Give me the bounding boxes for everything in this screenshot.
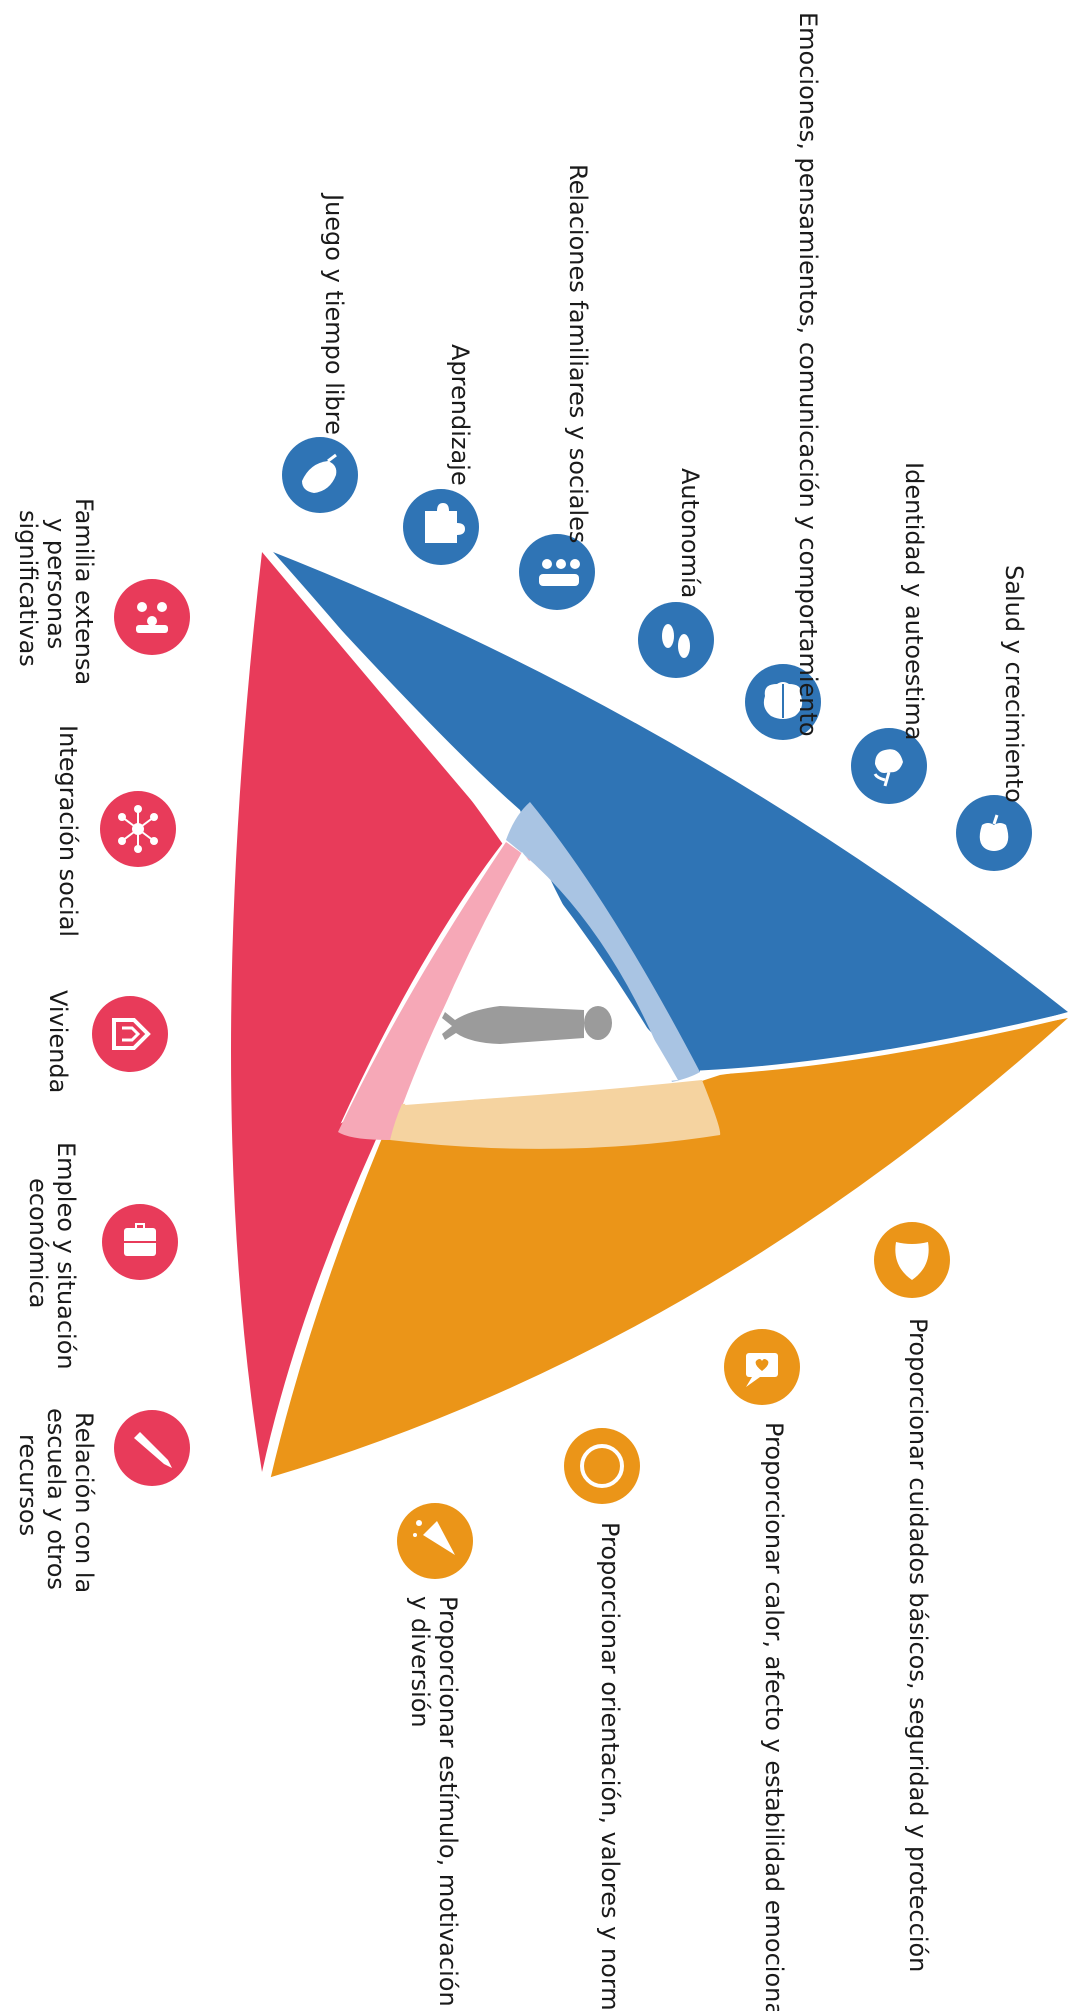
label-familia-1: Familia extensa — [70, 498, 98, 685]
label-relaciones: Relaciones familiares y sociales — [564, 164, 592, 543]
center-triangle — [405, 852, 678, 1105]
briefcase-icon — [102, 1204, 178, 1280]
label-juego: Juego y tiempo libre — [320, 192, 348, 435]
shield-icon — [874, 1222, 950, 1298]
label-calor: Proporcionar calor, afecto y estabilidad… — [760, 1422, 788, 2011]
label-relacion-2: escuela y otros — [42, 1408, 70, 1590]
child-figure-icon — [442, 1006, 612, 1044]
brain-icon — [745, 664, 821, 740]
house-icon — [92, 996, 168, 1072]
footprints-icon — [638, 602, 714, 678]
label-aprendizaje: Aprendizaje — [446, 344, 474, 486]
label-estimulo-1: Proporcionar estímulo, motivación — [434, 1596, 462, 2007]
label-vivienda: Vivienda — [44, 990, 72, 1093]
party-icon — [397, 1503, 473, 1579]
label-salud: Salud y crecimiento — [1000, 565, 1028, 803]
label-estimulo-2: y diversión — [406, 1596, 434, 1728]
inner-band-blue — [506, 802, 700, 1082]
blue-side-petal — [268, 550, 1068, 1072]
label-identidad: Identidad y autoestima — [900, 462, 928, 740]
toy-icon — [282, 437, 358, 513]
label-emociones: Emociones, pensamientos, comunicación y … — [794, 12, 822, 737]
label-autonomia: Autonomía — [676, 468, 704, 598]
flower-icon — [851, 728, 927, 804]
label-familia-2: y personas — [42, 518, 70, 649]
label-relacion-1: Relación con la — [70, 1412, 98, 1593]
label-familia-3: significativas — [14, 510, 42, 667]
red-side-petal — [231, 552, 505, 1472]
label-integracion: Integración social — [54, 725, 82, 937]
label-relacion-3: recursos — [14, 1434, 42, 1536]
network-icon — [100, 791, 176, 867]
label-empleo-2: económica — [24, 1178, 52, 1309]
inner-band-red — [338, 842, 530, 1140]
inner-band-orange — [390, 1080, 721, 1149]
label-cuidados: Proporcionar cuidados básicos, seguridad… — [904, 1318, 932, 1972]
family-icon — [114, 579, 190, 655]
compass-icon — [564, 1428, 640, 1504]
heart-bubble-icon — [724, 1329, 800, 1405]
label-orientacion: Proporcionar orientación, valores y norm… — [596, 1522, 624, 2011]
apple-icon — [956, 795, 1032, 871]
group-icon — [519, 534, 595, 610]
pencil-icon — [114, 1410, 190, 1486]
puzzle-icon — [403, 489, 479, 565]
label-empleo-1: Empleo y situación — [52, 1142, 80, 1370]
